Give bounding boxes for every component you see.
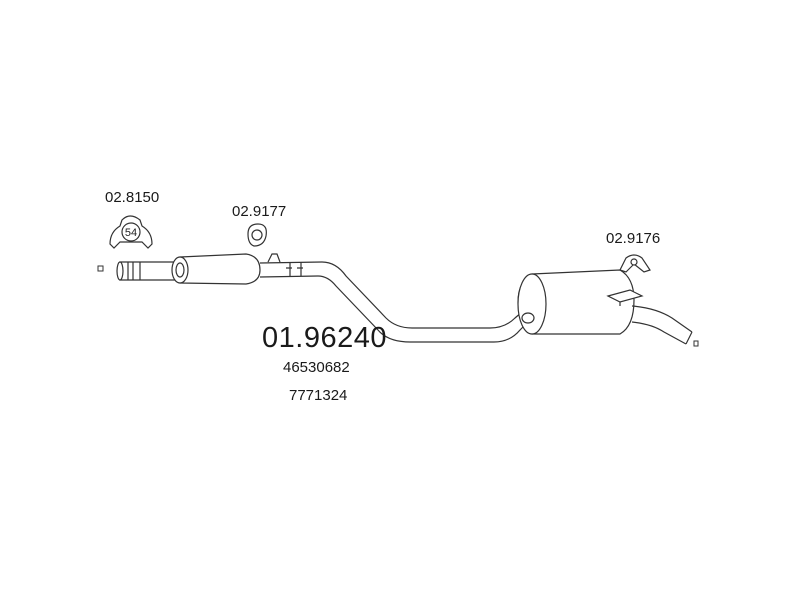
rear-muffler [517, 269, 644, 335]
front-pipe [116, 261, 177, 281]
accessory-code-ring-mount: 02.9177 [232, 203, 287, 220]
oem-number-1: 46530682 [283, 359, 350, 376]
tail-pipe [631, 305, 693, 345]
accessory-code-hanger: 02.9176 [606, 230, 661, 247]
clamp-size-text: 54 [125, 227, 137, 239]
front-silencer [171, 253, 261, 285]
center-pipe [259, 253, 527, 343]
front-end-marker [97, 265, 104, 272]
main-part-number: 01.96240 [262, 322, 387, 354]
clamp-icon: 54 [109, 215, 153, 249]
rubber-ring-mount-icon [247, 223, 267, 247]
rubber-hanger-icon [619, 254, 651, 273]
oem-number-2: 7771324 [289, 387, 348, 404]
rear-end-marker [693, 340, 699, 347]
accessory-code-clamp: 02.8150 [105, 189, 160, 206]
